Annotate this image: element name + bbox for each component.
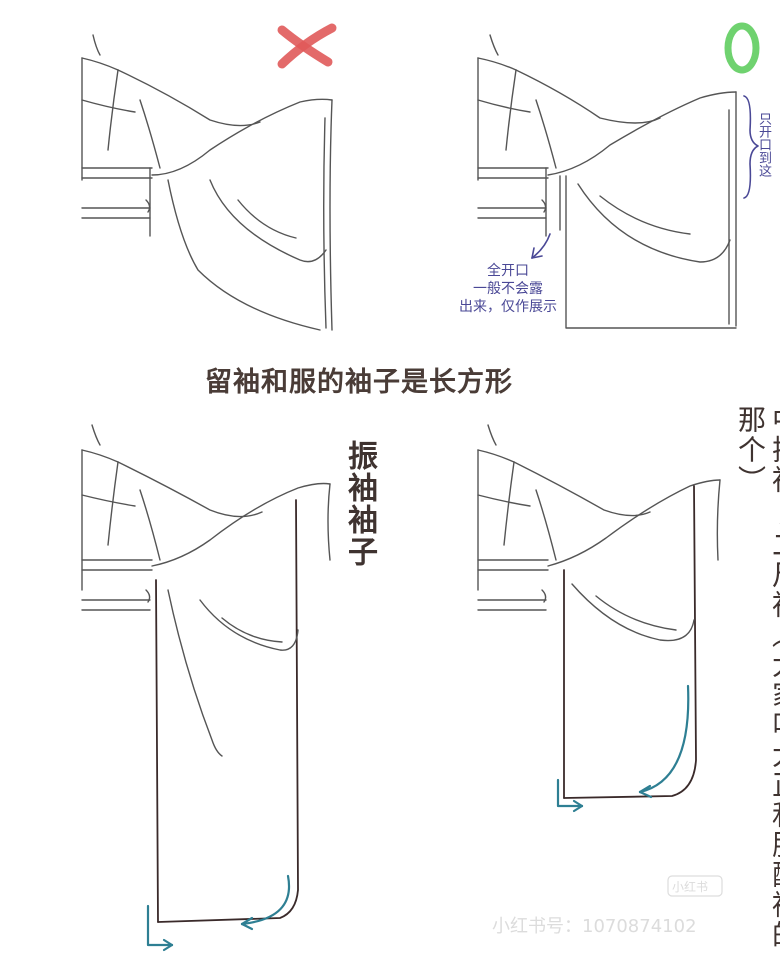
correct-mark <box>724 22 760 74</box>
note-line-2: 一般不会露 <box>473 281 543 297</box>
label-furisode: 振袖袖子 <box>342 440 377 568</box>
note-line-3: 出来，仅作展示 <box>459 299 557 315</box>
panel-furisode-sleeve <box>81 424 331 923</box>
chu-furisode-arrows <box>556 684 690 813</box>
watermark-logo: 小红书 <box>672 880 709 894</box>
furisode-arrows <box>146 874 291 952</box>
wrong-mark <box>277 23 337 69</box>
caption-main: 留袖和服的袖子是长方形 <box>205 367 513 398</box>
label-chu-furisode: 中振袖/二尺袖（大家叫大正和服配袴的那个） <box>734 405 780 950</box>
note-right-side: 只开口到这 <box>756 112 771 177</box>
panel-correct-sleeve <box>477 34 737 329</box>
bracket-mark <box>743 95 759 199</box>
note-arrow <box>531 233 551 259</box>
note-line-1: 全开口 <box>487 263 529 279</box>
panel-wrong-sleeve <box>81 34 333 331</box>
watermark-logo-box <box>667 875 723 897</box>
watermark-id: 小红书号：1070874102 <box>492 916 697 937</box>
note-full-open: 全开口 一般不会露 出来，仅作展示 <box>444 262 572 316</box>
panel-chu-furisode-sleeve <box>477 424 721 799</box>
